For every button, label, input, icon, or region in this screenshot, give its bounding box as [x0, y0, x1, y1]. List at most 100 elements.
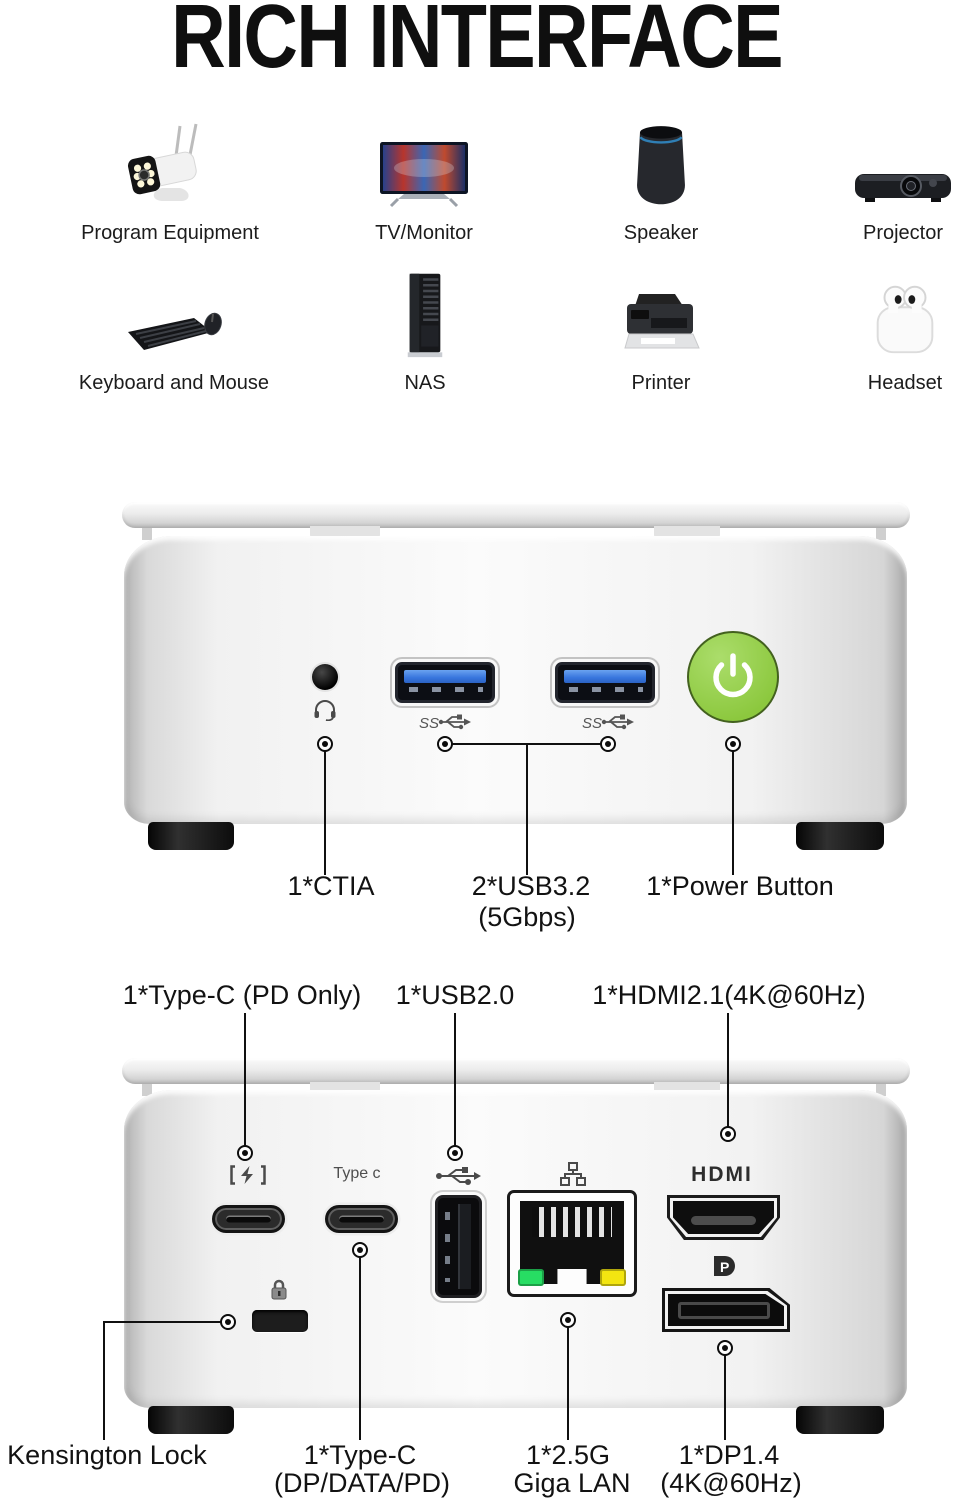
lid-peg — [142, 528, 152, 540]
displayport-port — [662, 1288, 790, 1332]
rubber-foot — [148, 1406, 234, 1434]
front-panel — [124, 536, 907, 824]
type-c-data-port — [325, 1205, 398, 1233]
front-lid — [122, 502, 910, 528]
page-title-text: RICH INTERFACE — [171, 0, 784, 87]
callout-marker-type-c-pd — [237, 1145, 253, 1161]
type-c-label: Type c — [333, 1165, 381, 1182]
printer-icon — [611, 276, 711, 360]
mini-pc-rear-view: Type c HDMI — [122, 1058, 910, 1436]
usb3-port-1 — [395, 662, 495, 703]
usb-pins — [445, 1212, 450, 1282]
callout-label-type-c-data-detail: (DP/DATA/PD) — [273, 1468, 450, 1498]
usb-tongue — [564, 670, 646, 683]
callout-label-usb3: 2*USB3.2 — [471, 871, 591, 901]
callout-label-hdmi: 1*HDMI2.1(4K@60Hz) — [592, 980, 866, 1010]
device-item-tv-monitor: TV/Monitor — [309, 118, 539, 245]
callout-label-kensington: Kensington Lock — [7, 1440, 207, 1470]
callout-line — [732, 751, 734, 875]
hdmi-slot — [691, 1216, 756, 1225]
rear-lid — [122, 1058, 910, 1084]
callout-line — [324, 751, 326, 875]
usb2-port — [435, 1195, 482, 1298]
superspeed-usb-icon: SS — [419, 712, 471, 734]
device-label: Headset — [867, 372, 943, 394]
callout-label-lan-detail: Giga LAN — [513, 1468, 631, 1498]
callout-marker-type-c-data — [352, 1242, 368, 1258]
rubber-foot — [148, 822, 234, 850]
callout-marker-dp — [717, 1340, 733, 1356]
lock-icon — [270, 1279, 288, 1301]
callout-marker-hdmi — [720, 1126, 736, 1142]
lid-peg — [142, 1084, 152, 1096]
callout-marker-usb3-left — [437, 736, 453, 752]
keyboard-mouse-icon — [116, 276, 232, 360]
callout-marker-usb3-right — [600, 736, 616, 752]
device-item-headset: Headset — [797, 276, 954, 395]
callout-label-dp-detail: (4K@60Hz) — [660, 1468, 802, 1498]
headset-icon — [863, 276, 947, 360]
headset-symbol-icon — [313, 699, 337, 721]
device-label: Projector — [862, 222, 944, 244]
callout-line — [526, 744, 528, 875]
device-item-speaker: Speaker — [546, 118, 776, 245]
page-title: RICH INTERFACE — [0, 0, 954, 82]
usb-tongue — [460, 1204, 471, 1289]
device-label: Program Equipment — [81, 222, 259, 244]
device-item-program-equipment: Program Equipment — [55, 118, 285, 245]
device-label: Speaker — [623, 222, 699, 244]
callout-marker-power — [725, 736, 741, 752]
projector-icon — [851, 118, 954, 210]
dp-cavity — [668, 1294, 784, 1326]
nas-icon — [393, 273, 457, 360]
callout-line — [244, 1013, 246, 1146]
audio-jack-port — [312, 664, 338, 690]
callout-line — [724, 1355, 726, 1440]
speaker-icon — [625, 118, 697, 210]
callout-label-ctia: 1*CTIA — [287, 871, 375, 901]
kensington-lock-slot — [252, 1310, 308, 1332]
ethernet-port — [507, 1190, 637, 1297]
rj45-contacts — [532, 1207, 612, 1237]
callout-marker-lan — [560, 1312, 576, 1328]
displayport-logo-icon: P — [712, 1254, 738, 1278]
rubber-foot — [796, 1406, 884, 1434]
type-c-slot — [226, 1215, 271, 1223]
usb3-port-2 — [555, 662, 655, 703]
device-label: NAS — [404, 372, 446, 394]
svg-text:SS: SS — [582, 715, 602, 732]
hdmi-logo: HDMI — [691, 1163, 753, 1186]
svg-text:SS: SS — [419, 715, 439, 732]
type-c-slot — [339, 1215, 384, 1223]
device-label: Printer — [631, 372, 691, 394]
usb-pins — [569, 687, 643, 692]
device-item-keyboard-mouse: Keyboard and Mouse — [59, 276, 289, 395]
power-button — [687, 631, 779, 723]
usb-tongue — [404, 670, 486, 683]
callout-line — [104, 1321, 221, 1323]
battery-charge-icon — [230, 1165, 266, 1185]
power-icon — [707, 651, 759, 703]
device-item-nas: NAS — [310, 273, 540, 395]
callout-line — [727, 1013, 729, 1127]
device-item-printer: Printer — [546, 276, 776, 395]
lan-led-yellow — [600, 1269, 626, 1286]
mini-pc-front-view: SS SS — [122, 502, 910, 852]
svg-text:P: P — [720, 1259, 729, 1275]
callout-line — [454, 1013, 456, 1146]
usb-pins — [409, 687, 483, 692]
callout-label-type-c-pd: 1*Type-C (PD Only) — [122, 980, 362, 1010]
callout-label-lan: 1*2.5G — [525, 1440, 611, 1470]
callout-marker-usb2 — [447, 1145, 463, 1161]
ethernet-icon — [560, 1162, 586, 1186]
tv-icon — [374, 118, 474, 210]
device-label: Keyboard and Mouse — [78, 372, 270, 394]
device-item-projector: Projector — [795, 118, 954, 245]
device-label: TV/Monitor — [375, 222, 473, 244]
callout-label-power: 1*Power Button — [646, 871, 834, 901]
type-c-pd-port — [212, 1205, 285, 1233]
callout-marker-kensington — [220, 1314, 236, 1330]
lid-peg — [876, 1084, 886, 1096]
callout-marker-ctia — [317, 736, 333, 752]
